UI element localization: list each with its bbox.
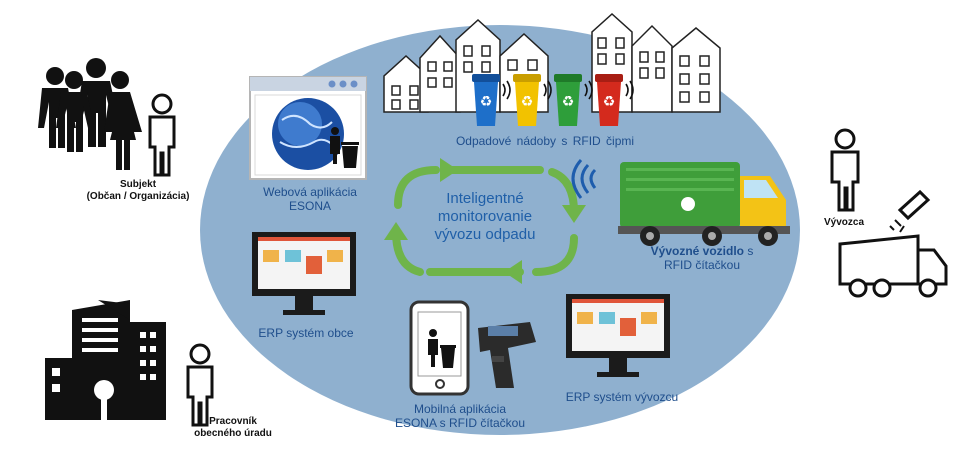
city-building-icon xyxy=(45,300,166,420)
garbage-truck-icon xyxy=(571,159,790,246)
center-title-line2: monitorovanie xyxy=(437,208,533,225)
mobile-phone-icon xyxy=(409,300,470,396)
browser-globe-icon xyxy=(249,76,367,180)
erp-collector-label: ERP systém vývozcu xyxy=(565,390,679,404)
center-title-line1: Inteligentné xyxy=(446,190,524,207)
vehicle-label-line1: Vývozné vozidlo s xyxy=(632,244,772,258)
mobile-app-label-line2: ESONA s RFID čítačkou xyxy=(394,416,526,430)
subject-label: Subjekt (Občan / Organizácia) xyxy=(78,179,198,203)
person-icon xyxy=(148,93,176,177)
collector-label: Vývozca xyxy=(823,217,865,228)
svg-text:♻: ♻ xyxy=(480,94,493,110)
vehicle-label: Vývozné vozidlo s RFID čítačkou xyxy=(632,244,772,272)
people-group-icon xyxy=(38,58,142,170)
worker-label-line2: obecného úradu xyxy=(194,428,272,439)
bins-label: Odpadové nádoby s RFID čipmi xyxy=(455,134,635,148)
vehicle-label-strong: Vývozné vozidlo xyxy=(650,244,744,258)
rfid-signal-icon xyxy=(502,80,634,100)
svg-text:♻: ♻ xyxy=(562,94,575,110)
center-title-line3: vývozu odpadu xyxy=(434,226,536,243)
person-icon xyxy=(830,128,860,212)
cycle-arrowheads xyxy=(384,158,586,284)
mobile-app-label: Mobilná aplikácia ESONA s RFID čítačkou xyxy=(380,402,540,430)
monitor-erp-icon xyxy=(566,294,670,377)
center-title: Inteligentné monitorovanie vývozu odpadu xyxy=(410,190,560,244)
svg-text:♻: ♻ xyxy=(603,94,616,110)
worker-label: Pracovník obecného úradu xyxy=(178,416,288,440)
erp-municipality-label: ERP systém obce xyxy=(258,326,354,340)
subject-label-line2: (Občan / Organizácia) xyxy=(86,191,190,202)
monitor-erp-icon xyxy=(252,232,356,315)
svg-text:♻: ♻ xyxy=(521,94,534,110)
subject-label-line1: Subjekt xyxy=(119,179,157,190)
worker-label-line1: Pracovník xyxy=(209,416,257,427)
web-app-label: Webová aplikácia ESONA xyxy=(240,185,380,213)
mobile-app-label-line1: Mobilná aplikácia xyxy=(413,402,507,416)
rfid-reader-icon xyxy=(478,322,536,388)
waste-bin-icon: ♻ ♻ ♻ ♻ xyxy=(472,74,623,126)
person-icon xyxy=(186,343,214,427)
garbage-truck-icon xyxy=(838,189,948,298)
vehicle-label-rest: s xyxy=(744,244,754,258)
vehicle-label-line2: RFID čítačkou xyxy=(663,258,741,272)
web-app-label-line2: ESONA xyxy=(288,199,331,213)
web-app-label-line1: Webová aplikácia xyxy=(263,185,357,199)
